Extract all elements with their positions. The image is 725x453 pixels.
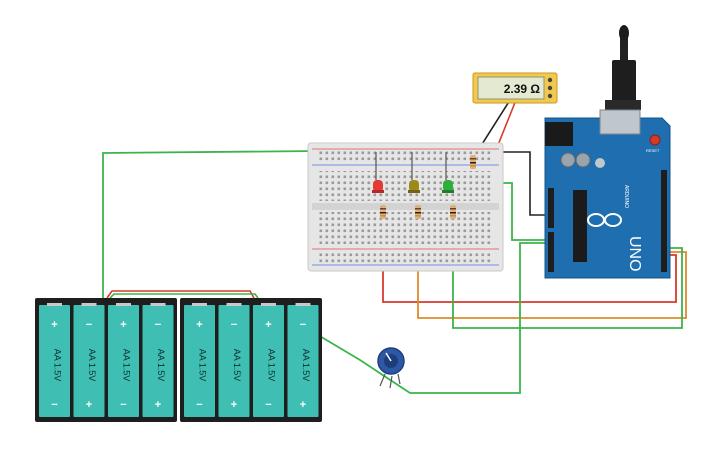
battery-terminal-bottom: −: [196, 399, 202, 411]
battery-cell[interactable]: + − AA 1.5V: [39, 303, 70, 417]
reset-label: RESET: [646, 148, 660, 153]
digital-header[interactable]: [661, 170, 667, 272]
battery-terminal-top: −: [155, 319, 161, 331]
potentiometer[interactable]: [377, 347, 405, 389]
power-jack: [545, 122, 573, 146]
resistor-2[interactable]: [415, 205, 421, 219]
battery-terminal-top: +: [120, 319, 126, 331]
brand-label: ARDUINO: [623, 185, 629, 208]
meter-terminal-2[interactable]: [547, 85, 553, 91]
wire-analog-input[interactable]: [495, 182, 552, 241]
multimeter-reading: 2.39 Ω: [504, 82, 541, 96]
microcontroller-chip: [573, 190, 587, 262]
battery-label: AA 1.5V: [301, 349, 311, 382]
wire-battery-to-breadboard[interactable]: [102, 150, 319, 298]
wire-green-led[interactable]: [452, 240, 683, 329]
potentiometer-knob-indicator: [385, 352, 392, 362]
battery-terminal-bottom: +: [300, 399, 306, 411]
battery-label: AA 1.5V: [53, 349, 63, 382]
battery-terminal-top: −: [86, 319, 92, 331]
usb-port: [599, 109, 641, 135]
resistor-measured[interactable]: [470, 155, 476, 169]
resistor-1[interactable]: [380, 205, 386, 219]
arduino-uno[interactable]: UNO ARDUINO RESET: [544, 25, 671, 279]
resistor-3[interactable]: [450, 205, 456, 219]
breadboard[interactable]: [307, 142, 504, 272]
battery-pack-1[interactable]: + − AA 1.5V − + AA 1.5V + − AA 1.5V − + AA 1.5V: [35, 298, 177, 422]
analog-header[interactable]: [548, 232, 554, 272]
battery-cell[interactable]: − + AA 1.5V: [142, 303, 174, 417]
battery-pack-2[interactable]: + − AA 1.5V − + AA 1.5V + − AA 1.5V − + AA 1.5V: [180, 298, 322, 422]
battery-cell[interactable]: + − AA 1.5V: [108, 303, 139, 417]
battery-label: AA 1.5V: [122, 349, 132, 382]
led-red[interactable]: [372, 152, 384, 193]
battery-label: AA 1.5V: [267, 349, 277, 382]
battery-terminal-bottom: +: [86, 399, 92, 411]
battery-terminal-top: +: [265, 319, 271, 331]
board-label: UNO: [626, 236, 643, 272]
battery-cell[interactable]: − + AA 1.5V: [73, 303, 105, 417]
wires: [102, 99, 687, 394]
battery-label: AA 1.5V: [156, 349, 166, 382]
battery-label: AA 1.5V: [232, 349, 242, 382]
wire-potentiometer[interactable]: [317, 242, 552, 394]
battery-terminal-top: +: [51, 319, 57, 331]
usb-cable: [620, 35, 628, 65]
battery-terminal-top: +: [196, 319, 202, 331]
battery-label: AA 1.5V: [87, 349, 97, 382]
battery-cell[interactable]: + − AA 1.5V: [184, 303, 215, 417]
meter-terminal-1[interactable]: [547, 77, 553, 83]
battery-terminal-bottom: −: [120, 399, 126, 411]
battery-cell[interactable]: − + AA 1.5V: [218, 303, 250, 417]
battery-terminal-bottom: −: [51, 399, 57, 411]
battery-label: AA 1.5V: [198, 349, 208, 382]
meter-terminal-3[interactable]: [547, 93, 553, 99]
arduino-logo-icon: [587, 213, 622, 227]
wire-red-led[interactable]: [382, 240, 677, 303]
power-header[interactable]: [548, 188, 554, 228]
multimeter[interactable]: 2.39 Ω: [472, 72, 558, 104]
battery-holder: [180, 298, 322, 422]
wire-pack-link-green[interactable]: [109, 293, 259, 299]
led-green[interactable]: [442, 152, 454, 193]
wire-yellow-led[interactable]: [417, 240, 687, 319]
battery-terminal-bottom: +: [231, 399, 237, 411]
battery-terminal-top: −: [231, 319, 237, 331]
battery-terminal-bottom: +: [155, 399, 161, 411]
reset-button[interactable]: [649, 134, 661, 146]
battery-terminal-bottom: −: [265, 399, 271, 411]
battery-terminal-top: −: [300, 319, 306, 331]
battery-cell[interactable]: + − AA 1.5V: [253, 303, 284, 417]
led-yellow[interactable]: [408, 152, 420, 193]
battery-holder: [35, 298, 177, 422]
battery-cell[interactable]: − + AA 1.5V: [287, 303, 319, 417]
